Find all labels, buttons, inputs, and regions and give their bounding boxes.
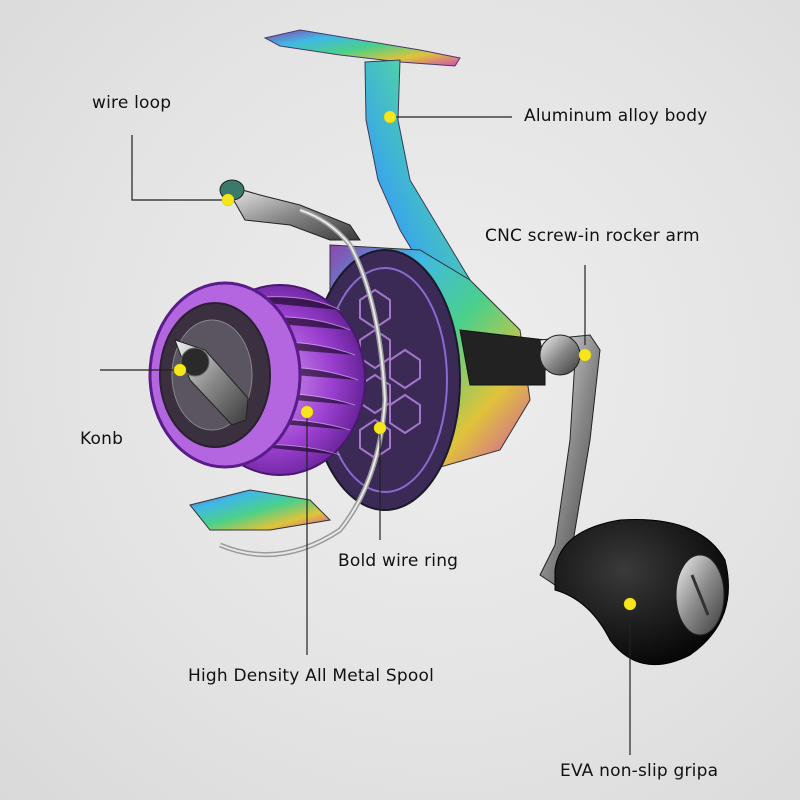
rocker-arm-label: CNC screw-in rocker arm: [485, 226, 700, 246]
aluminum-body-dot: [383, 110, 397, 124]
wire-ring-dot: [373, 421, 387, 435]
wire-loop-dot: [221, 193, 235, 207]
rocker-arm-dot: [578, 348, 592, 362]
wire-loop-label: wire loop: [92, 93, 172, 113]
bail-arm: [223, 184, 361, 241]
knob-dot: [173, 363, 187, 377]
spool-label: High Density All Metal Spool: [188, 666, 435, 686]
knob-label: Konb: [80, 429, 124, 449]
bail-lower: [189, 489, 332, 531]
wire-ring-label: Bold wire ring: [338, 551, 459, 571]
spool-dot: [300, 405, 314, 419]
grip-dot: [623, 597, 637, 611]
handle-knob: [554, 519, 729, 666]
grip-label: EVA non-slip gripa: [560, 761, 719, 781]
reel-foot: [263, 29, 461, 67]
aluminum-body-label: Aluminum alloy body: [524, 106, 708, 126]
handle-shaft: [459, 329, 546, 386]
